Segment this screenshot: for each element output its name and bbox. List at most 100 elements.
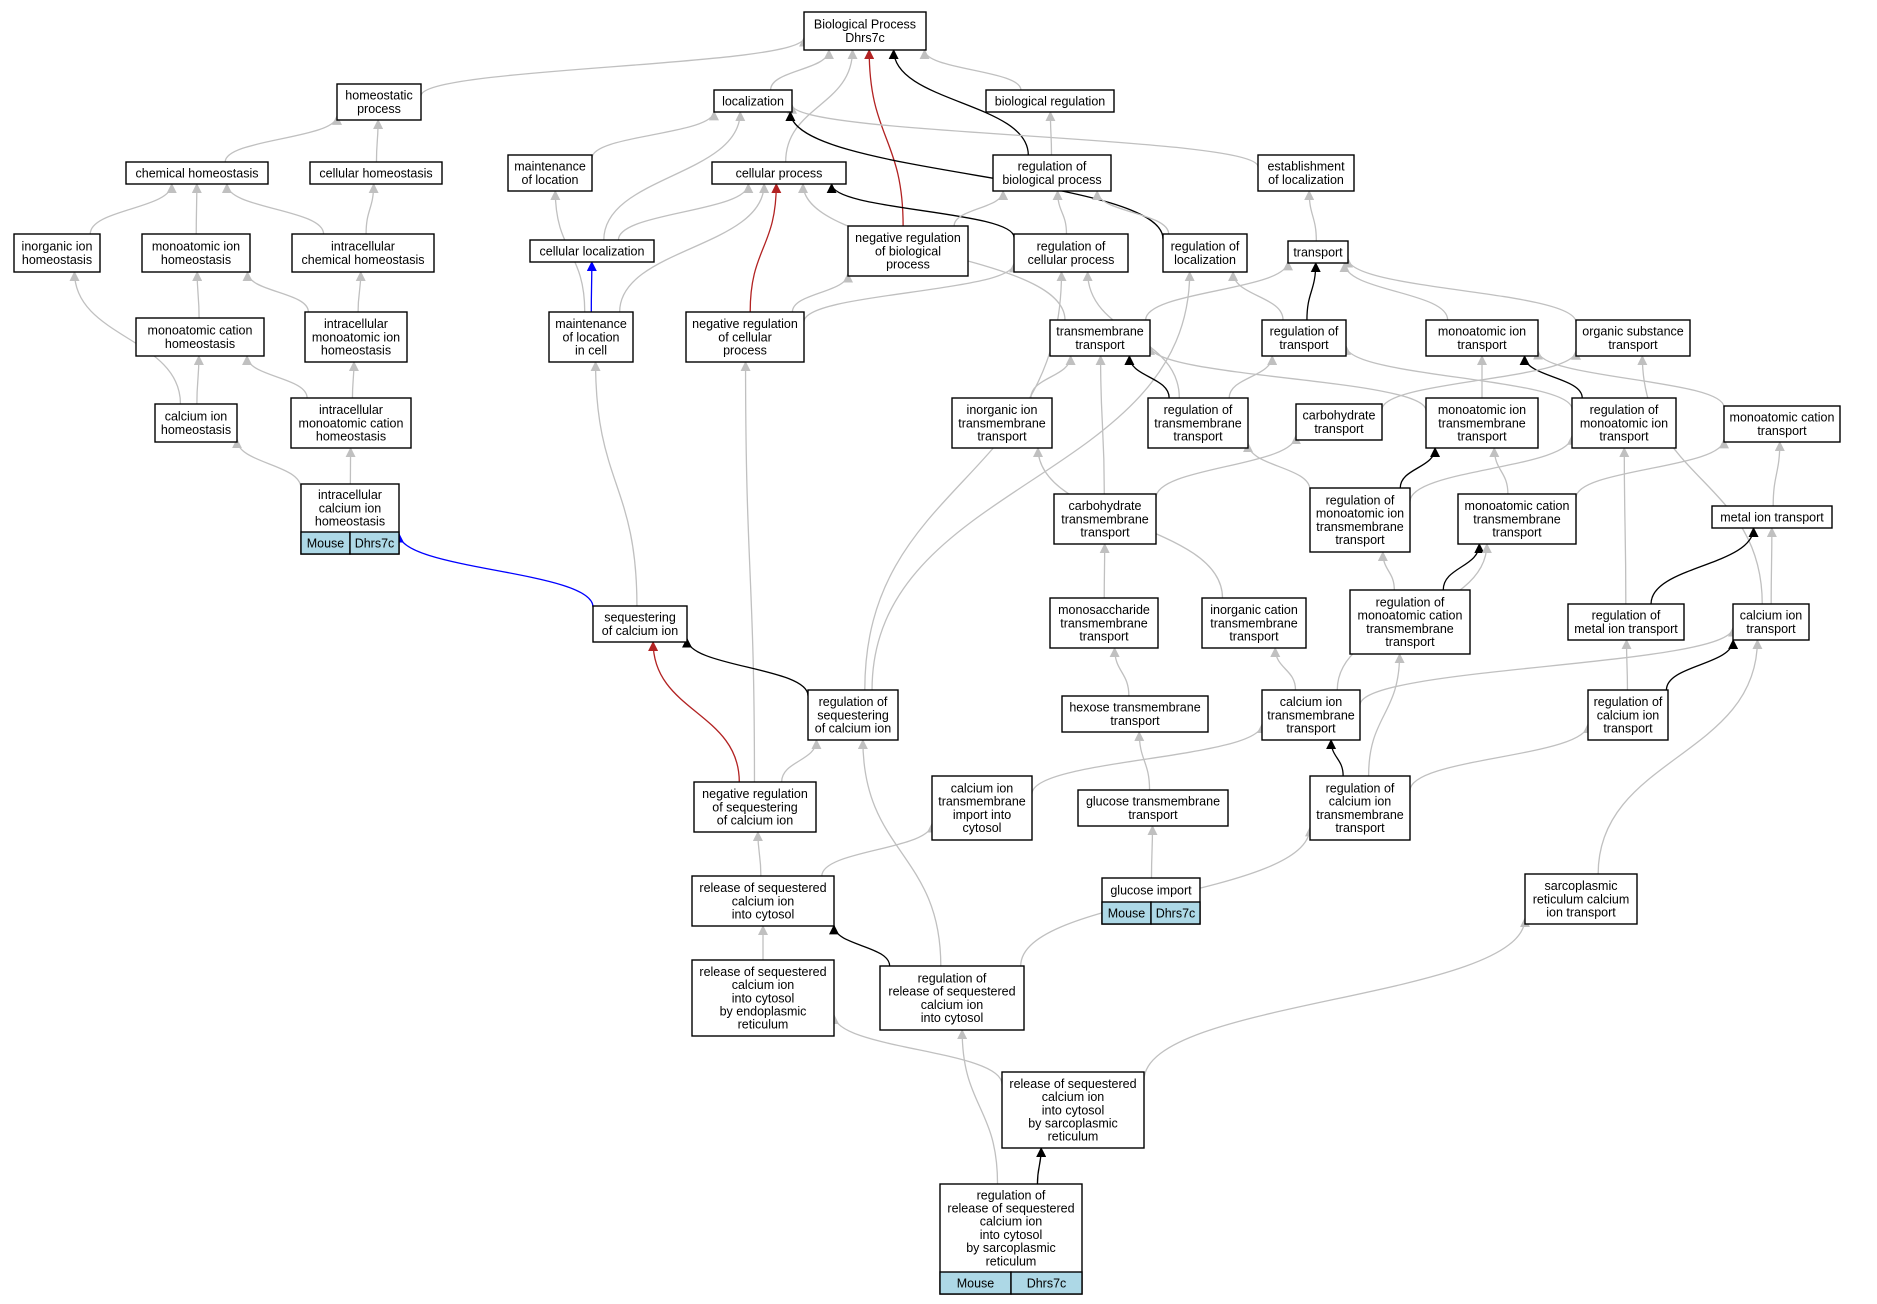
edge-is_a [821,822,937,877]
edge-is_a [1270,647,1297,691]
edge-is_a [603,111,746,241]
go-term-transport[interactable]: transport [1287,240,1349,264]
edge-is_a [1489,447,1509,495]
go-term-cellhomeo[interactable]: cellular homeostasis [309,161,443,185]
edge-is_a [803,262,1019,322]
edge-line [1650,527,1759,605]
edge-line [586,261,597,313]
edge-line [394,532,594,608]
term-box [1425,319,1539,357]
term-box [1053,493,1157,545]
edge-line [752,831,763,877]
term-box [1201,597,1307,649]
edge-is_a [1144,260,1293,321]
edge-line [603,111,746,241]
edge-is_a [1367,653,1405,777]
go-term-metaltrans[interactable]: metal ion transport [1711,505,1833,529]
edge-part_of [826,183,1015,238]
edge-is_a [1621,639,1632,691]
term-box [1571,397,1677,449]
term-box [13,233,101,273]
edge-is_a [89,183,177,235]
term-box [291,233,435,273]
term-box [1457,493,1577,545]
go-term-cellloc[interactable]: cellular localization [529,239,655,263]
term-box [1013,233,1129,273]
go-term-chemhomeo[interactable]: chemical homeostasis [125,161,269,185]
edge-line [242,355,308,399]
term-box [711,161,847,185]
edge-part_of [1326,739,1344,777]
term-box [847,225,969,277]
term-box [931,775,1033,841]
term-label: cellular localization [540,244,645,258]
edge-part_of [888,49,1029,156]
term-label: cellular homeostasis [319,166,432,180]
go-term-loc[interactable]: localization [713,89,793,113]
edge-line [192,271,203,319]
edge-line [1109,647,1130,697]
go-term-cellproc[interactable]: cellular process [711,161,847,185]
edge-is_a [1031,723,1267,794]
term-box [685,311,805,363]
edge-is_a [1772,441,1785,507]
go-term-bioreg[interactable]: biological regulation [985,89,1115,113]
